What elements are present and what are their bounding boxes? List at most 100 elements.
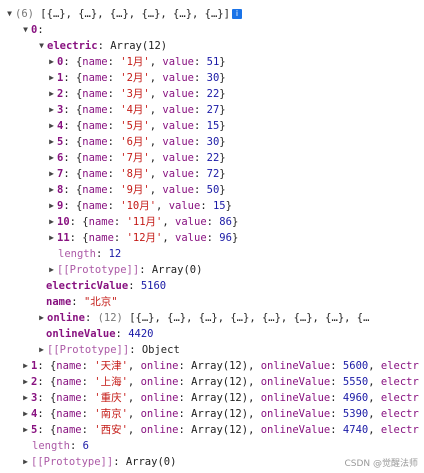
expand-right-icon[interactable]: ▶ <box>39 345 44 354</box>
name-label: name <box>82 168 108 180</box>
item-row[interactable]: ▶1: {name: '天津', online: Array(12), onli… <box>20 358 424 374</box>
month-row[interactable]: ▶7: {name: '8月', value: 72} <box>46 166 424 182</box>
expand-right-icon[interactable]: ▶ <box>23 457 28 466</box>
punctuation: , <box>149 184 163 196</box>
name-label: name <box>82 56 108 68</box>
month-row[interactable]: ▶0: {name: '1月', value: 51} <box>46 54 424 70</box>
expand-right-icon[interactable]: ▶ <box>23 377 28 386</box>
value-label: value <box>162 152 194 164</box>
expand-right-icon[interactable]: ▶ <box>49 57 54 66</box>
punctuation: , <box>368 408 381 420</box>
value-label: value <box>162 56 194 68</box>
expand-right-icon[interactable]: ▶ <box>23 393 28 402</box>
month-index: 6 <box>57 152 64 164</box>
electric-type: Array(12) <box>110 40 168 52</box>
info-icon[interactable]: i <box>231 9 242 19</box>
month-row[interactable]: ▶10: {name: '11月', value: 86} <box>46 214 424 230</box>
month-row[interactable]: ▶6: {name: '7月', value: 22} <box>46 150 424 166</box>
punctuation: : <box>69 440 83 452</box>
item-0-row[interactable]: ▼0: <box>20 22 424 38</box>
expand-right-icon[interactable]: ▶ <box>49 89 54 98</box>
month-row[interactable]: ▶9: {name: '10月', value: 15} <box>46 198 424 214</box>
value-label: value <box>162 168 194 180</box>
name-label: name <box>56 392 82 404</box>
expand-right-icon[interactable]: ▶ <box>49 121 54 130</box>
item-name: '重庆' <box>94 392 128 404</box>
object-prototype-row[interactable]: ▶[[Prototype]]: Object <box>36 342 424 358</box>
item-row[interactable]: ▶2: {name: '上海', online: Array(12), onli… <box>20 374 424 390</box>
expand-right-icon[interactable]: ▶ <box>39 313 44 322</box>
expand-right-icon[interactable]: ▶ <box>49 201 54 210</box>
expand-down-icon[interactable]: ▼ <box>23 25 28 34</box>
punctuation: : <box>330 424 343 436</box>
expand-down-icon[interactable]: ▼ <box>39 41 44 50</box>
punctuation: } <box>219 72 226 84</box>
expand-down-icon[interactable]: ▼ <box>7 9 12 18</box>
punctuation: : <box>330 360 343 372</box>
expand-right-icon[interactable]: ▶ <box>49 105 54 114</box>
name-label: name <box>82 184 108 196</box>
electr-label: electr <box>380 360 419 372</box>
root-prototype-row[interactable]: ▶[[Prototype]]: Array(0) <box>20 454 424 470</box>
punctuation: : <box>129 344 142 356</box>
month-value: 30 <box>206 72 220 84</box>
punctuation: , <box>149 120 163 132</box>
expand-right-icon[interactable]: ▶ <box>23 409 28 418</box>
onlineValue-value: 4420 <box>128 328 154 340</box>
expand-right-icon[interactable]: ▶ <box>49 217 54 226</box>
expand-right-icon[interactable]: ▶ <box>49 265 54 274</box>
online-preview: [{…}, {…}, {…}, {…}, {…}, {…}, {…}, {… <box>129 312 370 324</box>
punctuation: : <box>193 152 207 164</box>
month-row[interactable]: ▶2: {name: '3月', value: 22} <box>46 86 424 102</box>
value-label: value <box>175 232 207 244</box>
punctuation: : <box>193 184 207 196</box>
month-row[interactable]: ▶4: {name: '5月', value: 15} <box>46 118 424 134</box>
electric-row[interactable]: ▼electric: Array(12) <box>36 38 424 54</box>
expand-right-icon[interactable]: ▶ <box>23 425 28 434</box>
value-label: value <box>162 120 194 132</box>
month-value: 86 <box>219 216 232 228</box>
onlineValue-key: onlineValue <box>46 328 116 340</box>
item-row[interactable]: ▶3: {name: '重庆', online: Array(12), onli… <box>20 390 424 406</box>
online-row[interactable]: ▶online: (12) [{…}, {…}, {…}, {…}, {…}, … <box>36 310 424 326</box>
punctuation: : <box>81 376 95 388</box>
month-name: '11月' <box>126 216 163 228</box>
name-label: name <box>88 232 114 244</box>
online-label: online <box>140 424 179 436</box>
punctuation: : <box>107 72 121 84</box>
item-name: '天津' <box>94 360 128 372</box>
month-value: 30 <box>206 136 220 148</box>
punctuation: : <box>193 120 207 132</box>
punctuation: : <box>193 72 207 84</box>
month-value: 15 <box>212 200 226 212</box>
punctuation: } <box>219 56 226 68</box>
expand-right-icon[interactable]: ▶ <box>49 153 54 162</box>
item-row[interactable]: ▶4: {name: '南京', online: Array(12), onli… <box>20 406 424 422</box>
month-index: 3 <box>57 104 64 116</box>
electricValue-key: electricValue <box>46 280 129 292</box>
online-label: online <box>140 408 179 420</box>
punctuation: : { <box>37 376 57 388</box>
item-row[interactable]: ▶5: {name: '西安', online: Array(12), onli… <box>20 422 424 438</box>
expand-right-icon[interactable]: ▶ <box>49 137 54 146</box>
month-row[interactable]: ▶1: {name: '2月', value: 30} <box>46 70 424 86</box>
punctuation: : <box>178 360 192 372</box>
expand-right-icon[interactable]: ▶ <box>49 169 54 178</box>
name-label: name <box>56 424 82 436</box>
month-row[interactable]: ▶5: {name: '6月', value: 30} <box>46 134 424 150</box>
expand-right-icon[interactable]: ▶ <box>49 233 54 242</box>
punctuation: : { <box>37 408 57 420</box>
item-index: 1 <box>31 360 38 372</box>
root-array-row[interactable]: ▼(6) [{…}, {…}, {…}, {…}, {…}, {…}]i <box>4 6 424 22</box>
length-key: length <box>32 440 70 452</box>
electric-prototype-row[interactable]: ▶[[Prototype]]: Array(0) <box>46 262 424 278</box>
month-row[interactable]: ▶3: {name: '4月', value: 27} <box>46 102 424 118</box>
expand-right-icon[interactable]: ▶ <box>49 185 54 194</box>
punctuation: : <box>128 280 141 292</box>
punctuation: : { <box>63 56 83 68</box>
month-row[interactable]: ▶8: {name: '9月', value: 50} <box>46 182 424 198</box>
expand-right-icon[interactable]: ▶ <box>49 73 54 82</box>
expand-right-icon[interactable]: ▶ <box>23 361 28 370</box>
punctuation: , <box>149 104 163 116</box>
month-row[interactable]: ▶11: {name: '12月', value: 96} <box>46 230 424 246</box>
